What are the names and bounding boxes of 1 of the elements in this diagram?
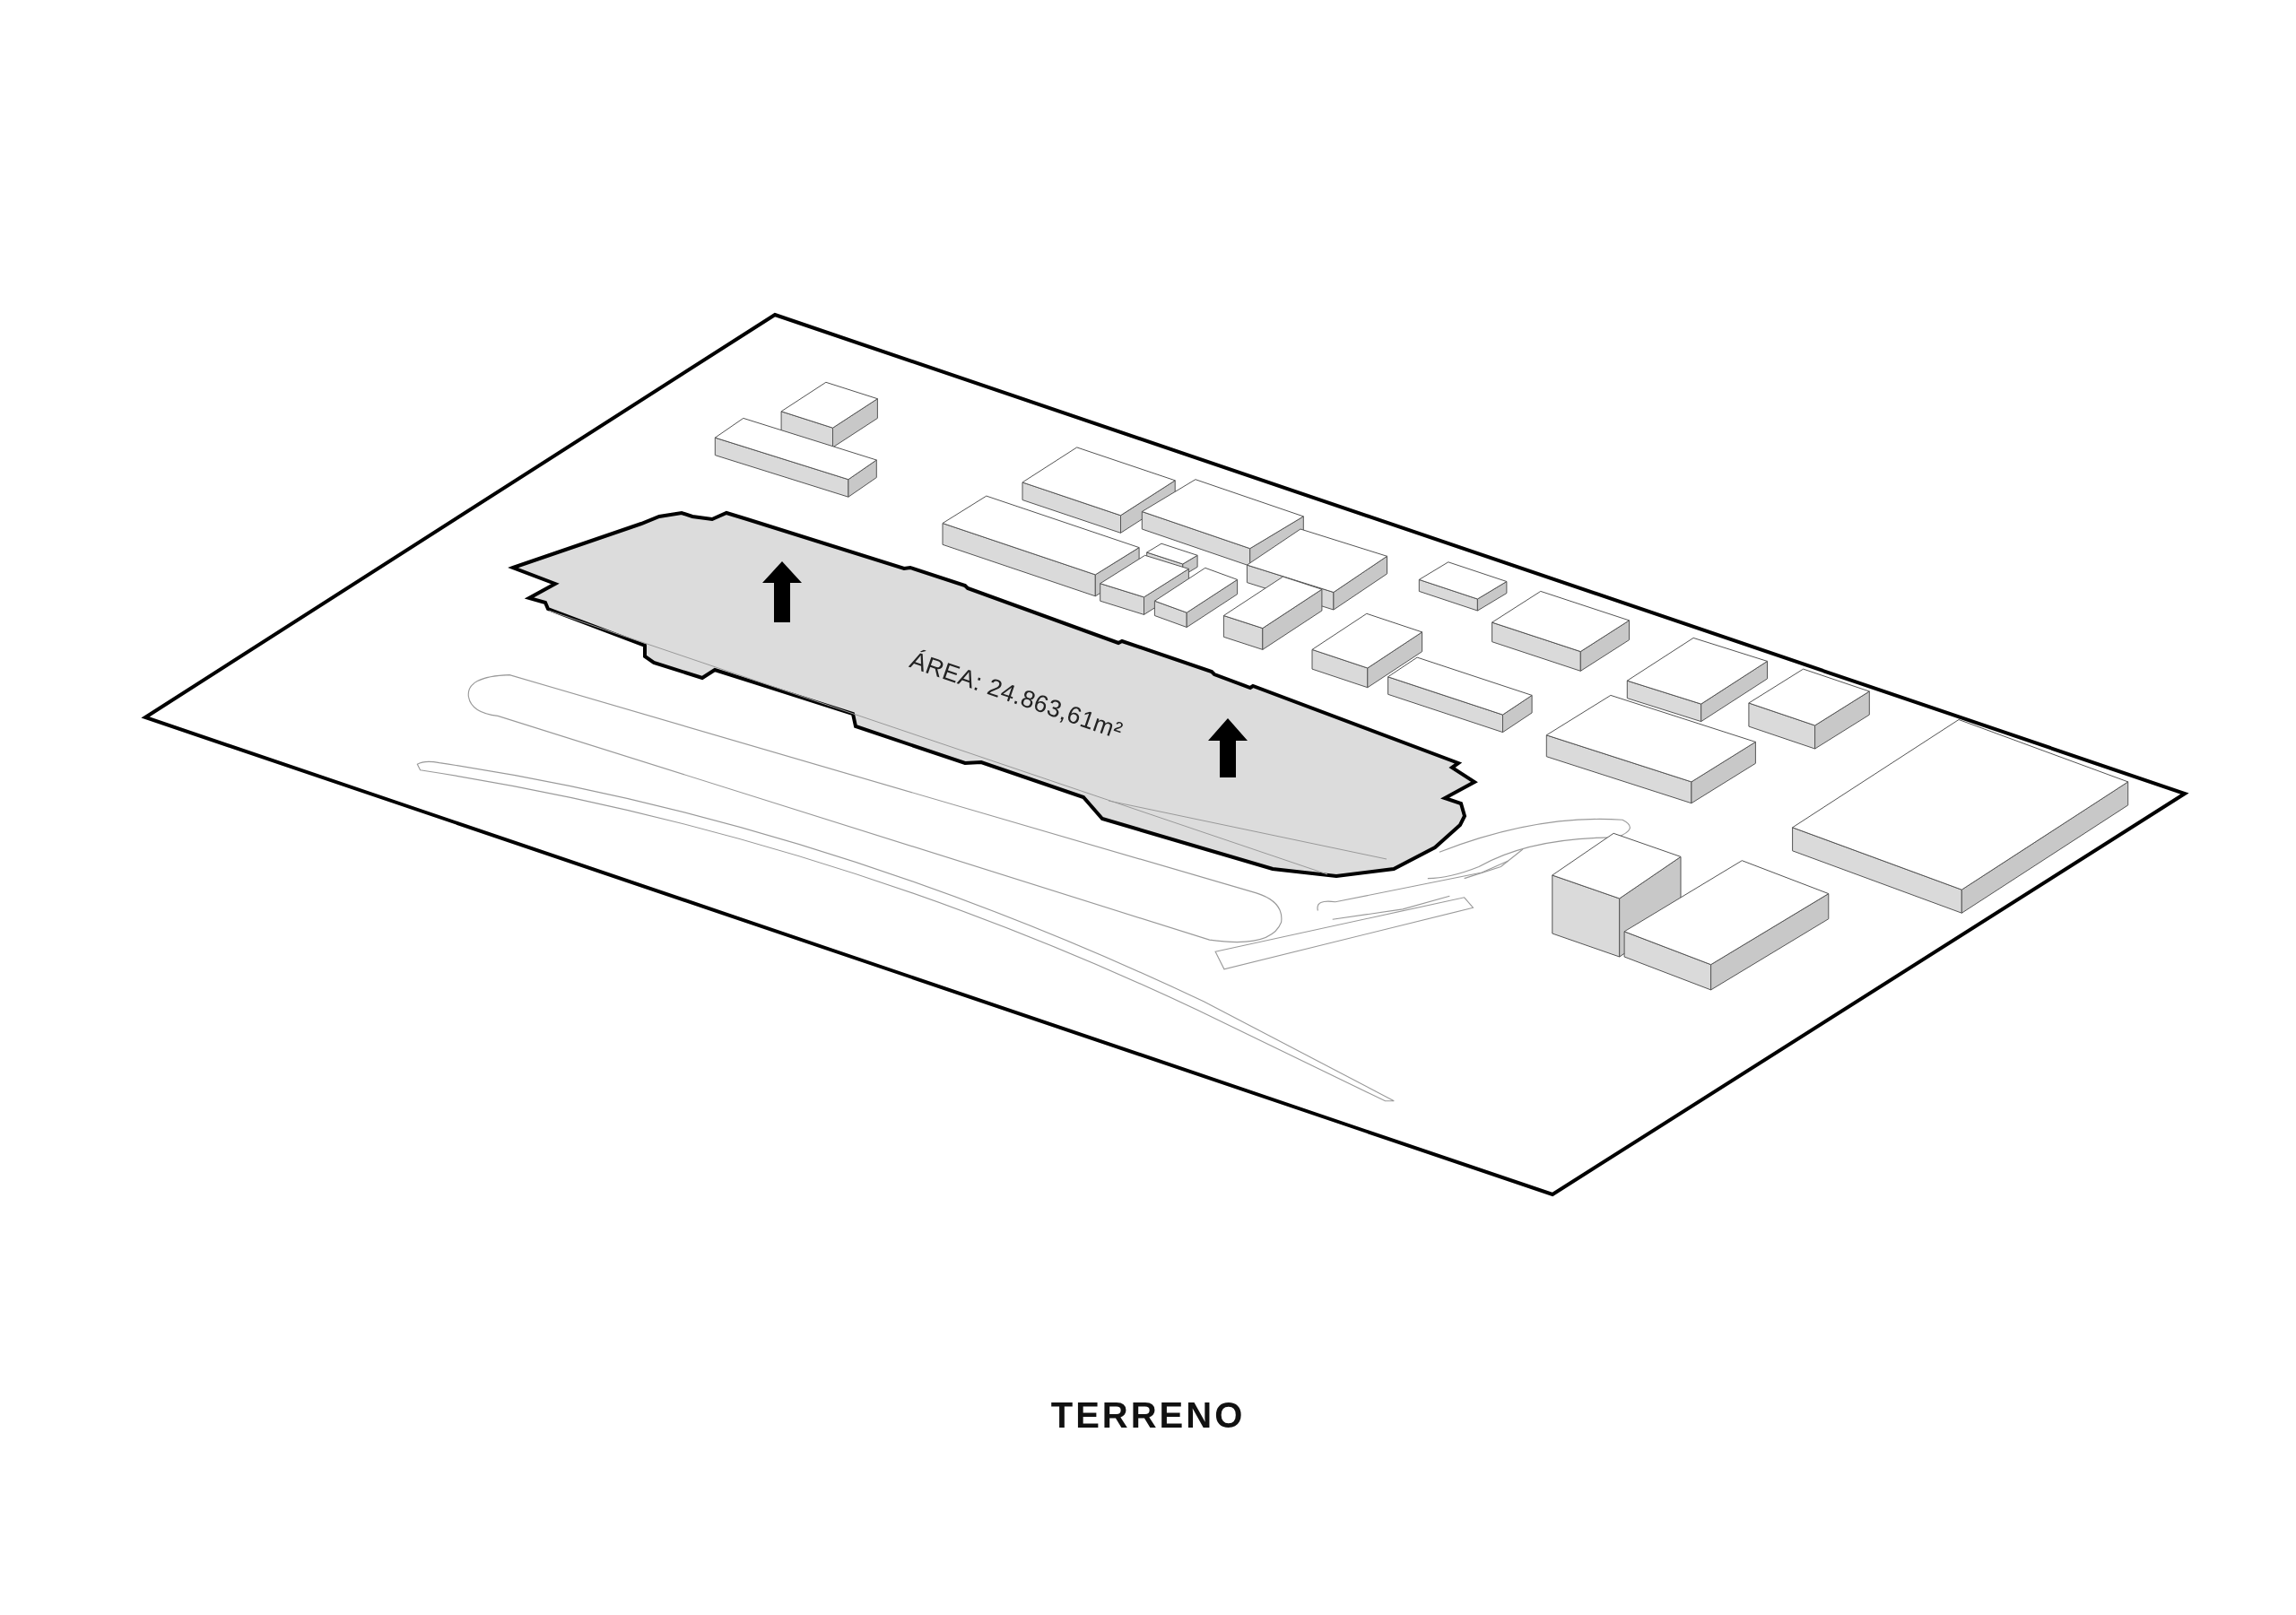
caption: TERRENO (1050, 1395, 1246, 1435)
